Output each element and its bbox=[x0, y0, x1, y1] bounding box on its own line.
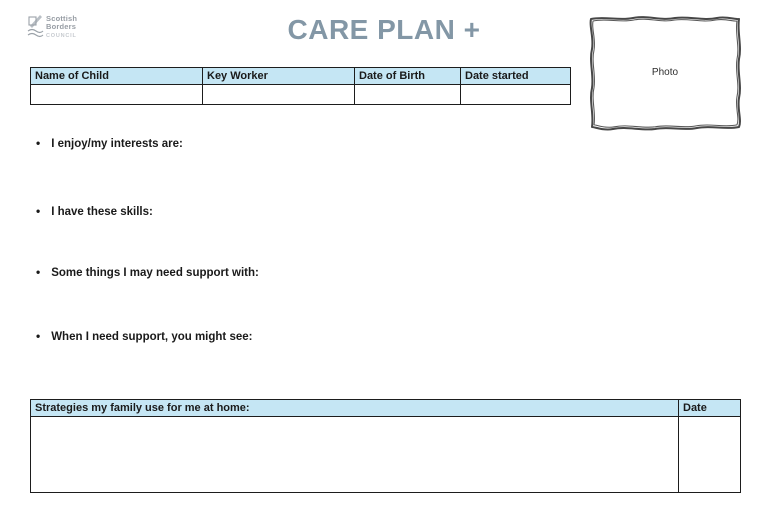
header-name-of-child: Name of Child bbox=[30, 67, 203, 85]
strategies-table: Strategies my family use for me at home:… bbox=[30, 399, 741, 493]
strategies-field[interactable] bbox=[30, 416, 679, 493]
bullet-label: Some things I may need support with: bbox=[51, 267, 259, 279]
photo-placeholder-box[interactable]: Photo bbox=[583, 8, 747, 138]
name-of-child-field[interactable] bbox=[30, 84, 203, 105]
bullet-support-signs: • When I need support, you might see: bbox=[36, 330, 252, 343]
header-date-started: Date started bbox=[460, 67, 571, 85]
council-logo-text: Scottish Borders COUNCIL bbox=[46, 13, 77, 40]
header-date: Date bbox=[678, 399, 741, 417]
date-started-field[interactable] bbox=[460, 84, 571, 105]
child-details-table: Name of Child Key Worker Date of Birth D… bbox=[30, 67, 571, 105]
header-date-of-birth: Date of Birth bbox=[354, 67, 461, 85]
bullet-label: When I need support, you might see: bbox=[51, 331, 253, 343]
bullet-dot-icon: • bbox=[36, 329, 41, 343]
date-of-birth-field[interactable] bbox=[354, 84, 461, 105]
bullet-dot-icon: • bbox=[36, 136, 41, 150]
bullet-label: I enjoy/my interests are: bbox=[51, 138, 183, 150]
header-strategies: Strategies my family use for me at home: bbox=[30, 399, 679, 417]
wavy-frame-icon bbox=[589, 16, 741, 131]
bullet-dot-icon: • bbox=[36, 204, 41, 218]
table-row bbox=[30, 416, 741, 493]
bullet-skills: • I have these skills: bbox=[36, 205, 153, 218]
strategies-date-field[interactable] bbox=[678, 416, 741, 493]
bullet-enjoy-interests: • I enjoy/my interests are: bbox=[36, 137, 183, 150]
logo-line-scottish: Scottish bbox=[46, 14, 78, 23]
key-worker-field[interactable] bbox=[202, 84, 355, 105]
logo-line-council: COUNCIL bbox=[46, 33, 77, 39]
header-key-worker: Key Worker bbox=[202, 67, 355, 85]
logo-line-borders: Borders bbox=[46, 22, 77, 31]
scottish-borders-council-logo: Scottish Borders COUNCIL bbox=[27, 13, 77, 40]
council-emblem-icon bbox=[27, 15, 44, 38]
photo-label: Photo bbox=[651, 66, 679, 78]
page-title: CARE PLAN + bbox=[287, 14, 481, 45]
bullet-label: I have these skills: bbox=[51, 206, 153, 218]
bullet-dot-icon: • bbox=[36, 265, 41, 279]
table-row bbox=[30, 84, 571, 105]
bullet-support-needs: • Some things I may need support with: bbox=[36, 266, 259, 279]
